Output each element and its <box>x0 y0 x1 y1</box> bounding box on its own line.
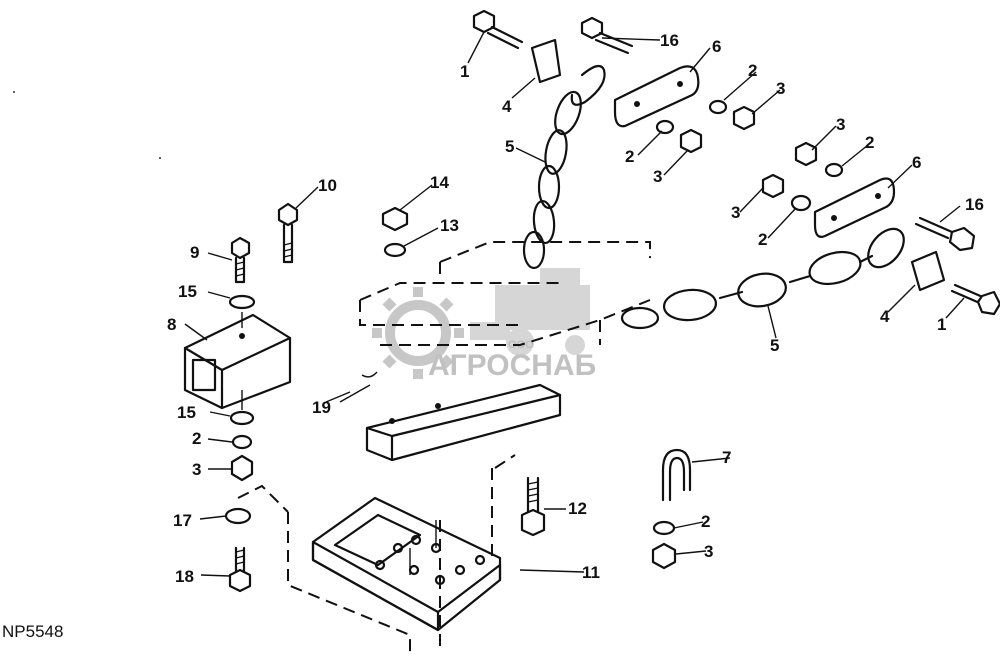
callout-2: 2 <box>758 230 767 249</box>
part-2-lock-washer-top-a <box>655 119 675 135</box>
bracket-dash <box>491 454 516 558</box>
gear-logo-icon <box>372 287 464 379</box>
callout-3: 3 <box>192 460 201 479</box>
part-3-nut-right-b <box>761 173 785 199</box>
part-1-bolt-right <box>950 283 1000 316</box>
part-5-chain-right <box>620 227 905 330</box>
callout-8: 8 <box>167 315 176 334</box>
part-5-chain-top <box>522 64 606 270</box>
callout-17: 17 <box>173 511 192 530</box>
callout-5: 5 <box>770 336 779 355</box>
part-8-hitch-tube <box>183 312 292 410</box>
scan-speck <box>159 157 161 159</box>
part-2-lock-washer <box>231 434 253 450</box>
callout-2: 2 <box>865 133 874 152</box>
callout-3: 3 <box>836 115 845 134</box>
part-7-u-bolt <box>661 448 692 502</box>
callout-16: 16 <box>965 195 984 214</box>
part-6-link-plate-top <box>613 65 700 128</box>
callout-15: 15 <box>178 282 197 301</box>
callout-3: 3 <box>704 542 713 561</box>
part-3-nut-ubolt <box>651 542 677 570</box>
part-9-bolt <box>230 236 251 284</box>
part-13-washer <box>383 242 407 258</box>
leader-lines <box>184 31 965 577</box>
callout-10: 10 <box>318 176 337 195</box>
watermark: ООО АГРОСНАБ <box>372 268 596 382</box>
callout-2: 2 <box>748 61 757 80</box>
drawbar-outline <box>359 241 651 346</box>
callout-18: 18 <box>175 567 194 586</box>
part-12-bolt <box>520 476 546 537</box>
callout-2: 2 <box>625 147 634 166</box>
part-10-bolt <box>277 202 299 264</box>
callout-6: 6 <box>712 37 721 56</box>
callout-2: 2 <box>192 429 201 448</box>
callout-13: 13 <box>440 216 459 235</box>
part-2-lock-washer-top-b <box>708 99 728 115</box>
callout-7: 7 <box>722 448 731 467</box>
part-15-washer-bottom <box>229 410 255 426</box>
callout-12: 12 <box>568 499 587 518</box>
part-16-bolt-right <box>914 216 976 252</box>
callout-15: 15 <box>177 403 196 422</box>
part-2-lock-washer-right-b <box>790 194 812 212</box>
part-17-washer <box>224 507 252 525</box>
part-2-lock-washer-ubolt <box>652 520 676 536</box>
part-14-nut <box>381 206 409 232</box>
callout-2: 2 <box>701 512 710 531</box>
part-15-washer-top <box>228 294 256 310</box>
part-18-bolt <box>228 546 252 593</box>
part-3-nut-top-a <box>679 128 703 154</box>
watermark-brand: АГРОСНАБ <box>428 349 596 382</box>
part-4-square-washer-right <box>910 250 946 292</box>
scan-speck <box>13 91 15 93</box>
callouts: 1 4 5 16 6 2 3 2 3 3 2 6 3 2 16 4 1 5 14… <box>167 31 984 586</box>
callout-6: 6 <box>912 153 921 172</box>
callout-3: 3 <box>653 167 662 186</box>
combine-harvester-icon <box>470 268 590 356</box>
part-11-hitch-bracket <box>311 496 502 632</box>
part-19-drawbar-plate <box>339 371 562 462</box>
bolt-path-lines <box>287 512 441 655</box>
part-6-link-plate-right <box>813 177 896 238</box>
part-2-lock-washer-right-a <box>824 162 844 178</box>
callout-14: 14 <box>430 173 449 192</box>
callout-3: 3 <box>776 79 785 98</box>
figure-code: NP5548 <box>2 622 63 641</box>
part-4-square-washer-top <box>530 38 562 84</box>
callout-9: 9 <box>190 243 199 262</box>
callout-4: 4 <box>502 97 512 116</box>
part-3-nut <box>230 454 254 482</box>
callout-5: 5 <box>505 137 514 156</box>
callout-4: 4 <box>880 307 890 326</box>
callout-1: 1 <box>937 315 946 334</box>
callout-16: 16 <box>660 31 679 50</box>
part-3-nut-top-b <box>732 105 756 131</box>
callout-11: 11 <box>582 563 600 582</box>
callout-19: 19 <box>312 398 331 417</box>
callout-3: 3 <box>731 203 740 222</box>
callout-1: 1 <box>460 62 469 81</box>
part-3-nut-right-a <box>794 141 818 167</box>
part-16-bolt-top <box>580 16 634 55</box>
part-1-bolt-top <box>472 9 524 50</box>
washer-dash <box>237 484 289 513</box>
